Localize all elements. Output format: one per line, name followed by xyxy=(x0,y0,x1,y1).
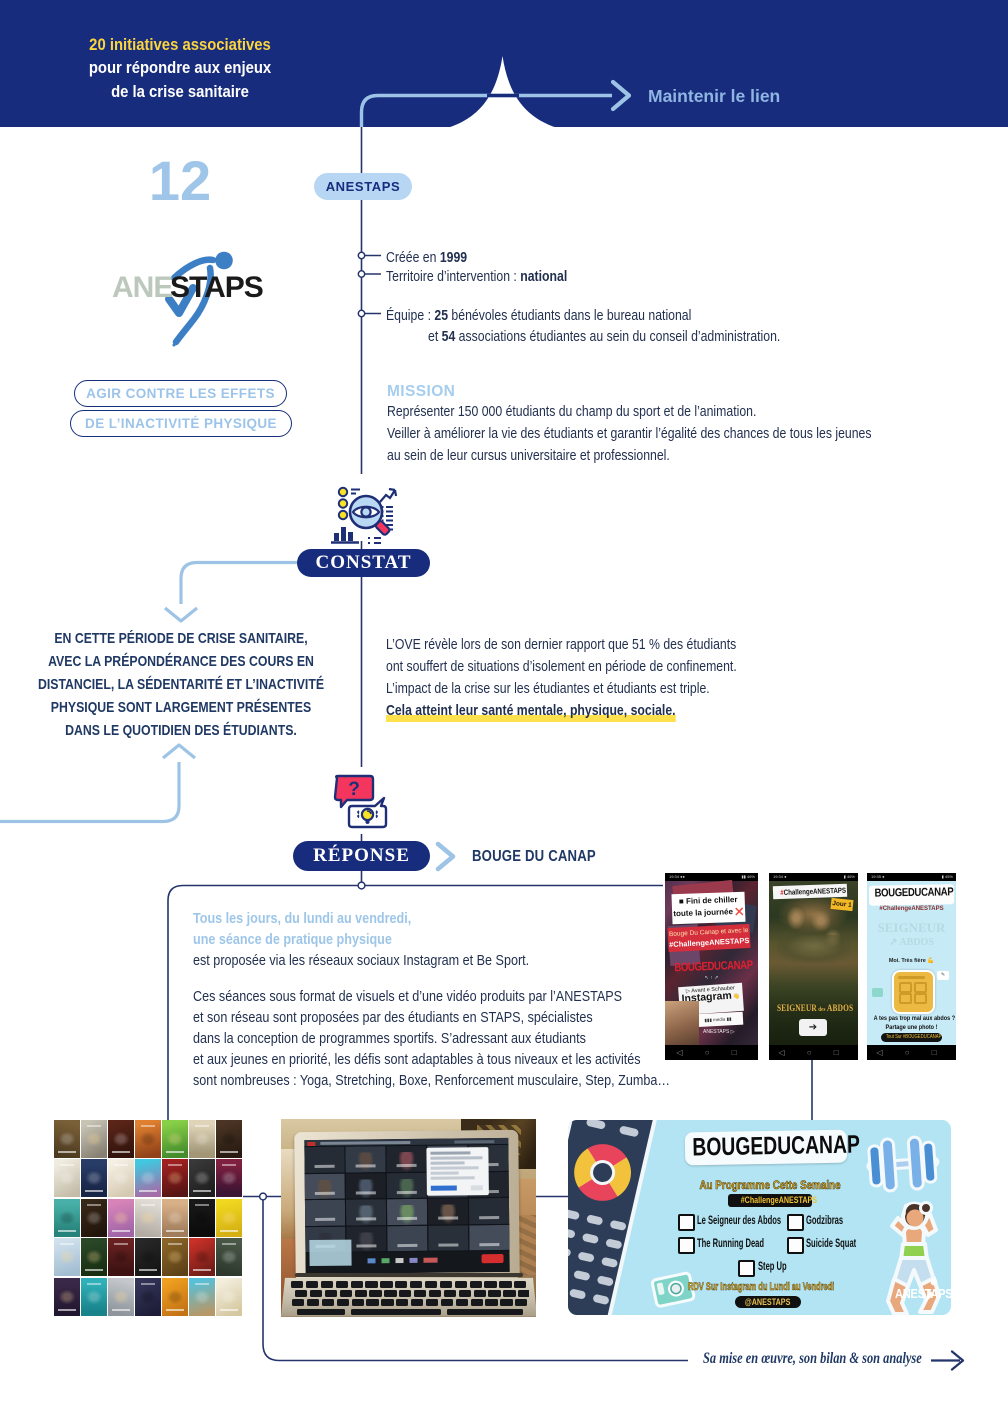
svg-text:?: ? xyxy=(348,779,360,800)
svg-text:STAPS: STAPS xyxy=(170,271,263,304)
svg-text:ANE: ANE xyxy=(112,271,172,304)
